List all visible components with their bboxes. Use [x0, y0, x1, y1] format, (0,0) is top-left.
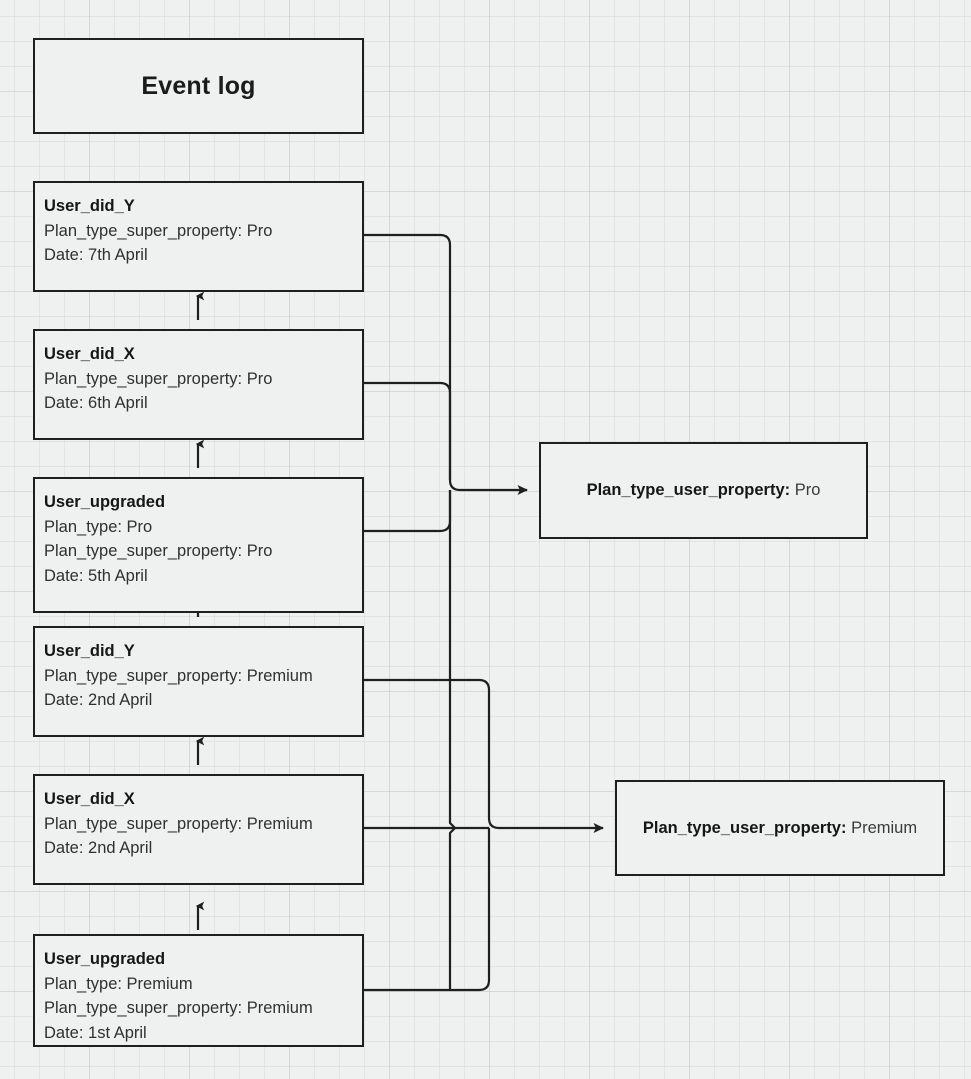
event-property: Plan_type_super_property: Pro — [44, 542, 273, 560]
event-date: Date: 2nd April — [44, 691, 153, 709]
event-box-user-did-x-2nd-april[interactable]: User_did_X Plan_type_super_property: Pre… — [33, 774, 364, 885]
event-plan-type: Plan_type: Premium — [44, 974, 193, 993]
event-name: User_did_Y — [44, 197, 135, 215]
event-box-user-did-x-6th-april[interactable]: User_did_X Plan_type_super_property: Pro… — [33, 329, 364, 440]
user-property-value: Premium — [851, 818, 918, 837]
event-plan-type: Plan_type: Pro — [44, 517, 153, 536]
event-date: Date: 2nd April — [44, 839, 153, 857]
event-name: User_upgraded — [44, 950, 166, 968]
user-property-box-premium[interactable]: Plan_type_user_property: Premium — [615, 780, 945, 876]
event-property: Plan_type_super_property: Premium — [44, 999, 313, 1017]
event-property: Plan_type_super_property: Pro — [44, 369, 273, 388]
page-title: Event log — [141, 71, 256, 100]
event-date: Date: 7th April — [44, 246, 148, 264]
event-log-title-box: Event log — [33, 38, 364, 134]
premium-connector-group — [364, 678, 604, 992]
event-box-user-did-y-7th-april[interactable]: User_did_Y Plan_type_super_property: Pro… — [33, 181, 364, 292]
event-name: User_did_Y — [44, 642, 135, 660]
event-name: User_did_X — [44, 345, 135, 363]
event-property: Plan_type_super_property: Premium — [44, 814, 313, 833]
event-property: Plan_type_super_property: Premium — [44, 666, 313, 685]
event-property: Plan_type_super_property: Pro — [44, 221, 273, 240]
user-property-key: Plan_type_user_property: — [586, 481, 791, 499]
event-date: Date: 1st April — [44, 1023, 147, 1042]
event-date: Date: 6th April — [44, 394, 148, 412]
user-property-box-pro[interactable]: Plan_type_user_property: Pro — [539, 442, 868, 539]
event-name: User_upgraded — [44, 493, 166, 511]
pro-connector-group — [364, 233, 528, 990]
user-property-value: Pro — [794, 481, 821, 499]
user-property-key: Plan_type_user_property: — [642, 818, 847, 837]
event-box-user-upgraded-5th-april[interactable]: User_upgraded Plan_type: Pro Plan_type_s… — [33, 477, 364, 613]
event-name: User_did_X — [44, 790, 135, 808]
event-box-user-did-y-2nd-april[interactable]: User_did_Y Plan_type_super_property: Pre… — [33, 626, 364, 737]
event-box-user-upgraded-1st-april[interactable]: User_upgraded Plan_type: Premium Plan_ty… — [33, 934, 364, 1047]
event-date: Date: 5th April — [44, 566, 148, 585]
